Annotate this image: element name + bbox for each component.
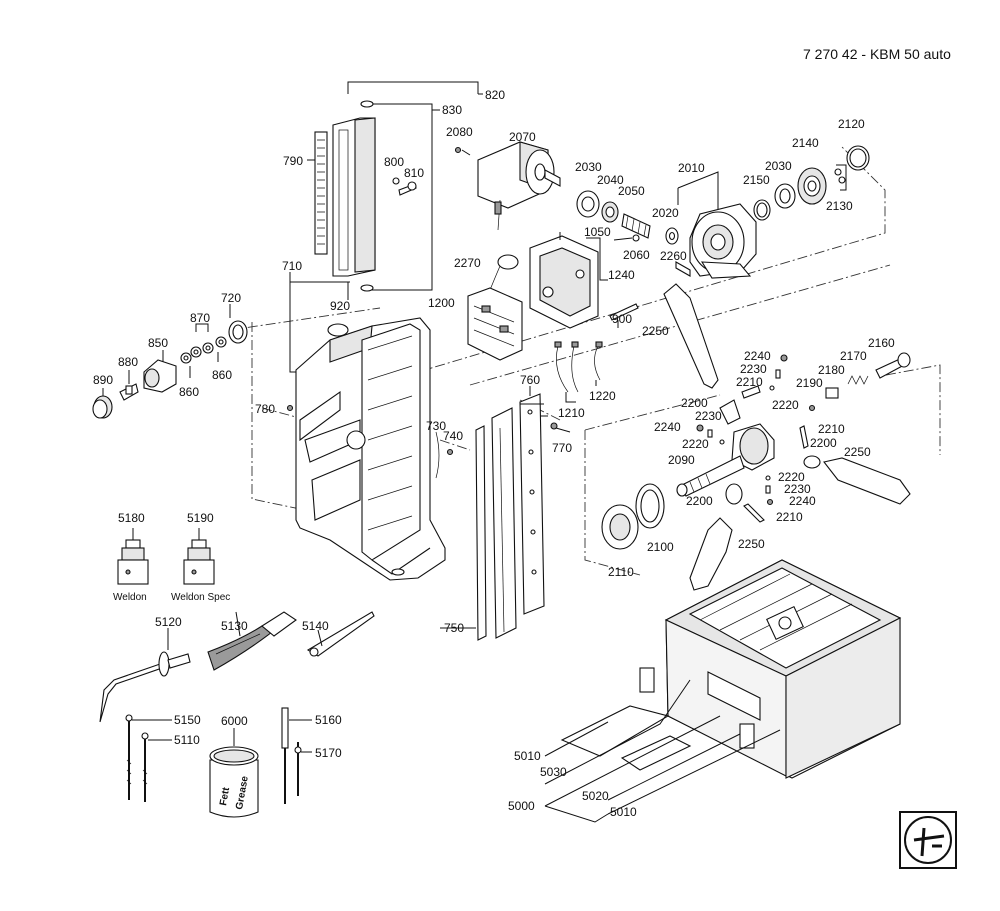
label-2240-low: 2240 [789, 494, 816, 508]
label-2030-right: 2030 [765, 159, 792, 173]
label-720: 720 [221, 291, 241, 305]
label-730: 730 [426, 419, 446, 433]
label-2260: 2260 [660, 249, 687, 263]
label-2210-top: 2210 [736, 375, 763, 389]
label-2210-low: 2210 [776, 510, 803, 524]
label-2100: 2100 [647, 540, 674, 554]
label-2180: 2180 [818, 363, 845, 377]
label-860-left: 860 [179, 385, 199, 399]
carrying-case [544, 559, 902, 823]
label-2250-right: 2250 [844, 445, 871, 459]
label-5140: 5140 [302, 619, 329, 633]
label-5130: 5130 [221, 619, 248, 633]
label-1220: 1220 [589, 389, 616, 403]
label-850: 850 [148, 336, 168, 350]
label-2030-left: 2030 [575, 160, 602, 174]
label-890: 890 [93, 373, 113, 387]
label-2150: 2150 [743, 173, 770, 187]
label-2200-low: 2200 [686, 494, 713, 508]
label-740: 740 [443, 429, 463, 443]
label-5120: 5120 [155, 615, 182, 629]
label-800: 800 [384, 155, 404, 169]
label-2060: 2060 [623, 248, 650, 262]
label-2020: 2020 [652, 206, 679, 220]
label-2200-right: 2200 [810, 436, 837, 450]
label-2250-top: 2250 [642, 324, 669, 338]
label-2170: 2170 [840, 349, 867, 363]
label-2120: 2120 [838, 117, 865, 131]
caption-weldon-spec: Weldon Spec [171, 592, 230, 603]
label-5000: 5000 [508, 799, 535, 813]
electronics [467, 232, 639, 403]
label-2230-low: 2230 [784, 482, 811, 496]
label-5170: 5170 [315, 746, 342, 760]
label-920: 920 [330, 299, 350, 313]
label-1050: 1050 [584, 225, 611, 239]
label-2240-top: 2240 [744, 349, 771, 363]
label-820: 820 [485, 88, 505, 102]
label-2220-mid: 2220 [682, 437, 709, 451]
label-1210: 1210 [558, 406, 585, 420]
label-860-right: 860 [212, 368, 232, 382]
label-2190: 2190 [796, 376, 823, 390]
left-parts [92, 304, 248, 419]
label-2160: 2160 [868, 336, 895, 350]
label-810: 810 [404, 166, 424, 180]
label-5180: 5180 [118, 511, 145, 525]
label-770: 770 [552, 441, 572, 455]
label-5150: 5150 [174, 713, 201, 727]
label-5020: 5020 [582, 789, 609, 803]
motor-assembly [454, 141, 870, 279]
label-2210-right: 2210 [818, 422, 845, 436]
label-710: 710 [282, 259, 302, 273]
label-2010: 2010 [678, 161, 705, 175]
diagram-title: 7 270 42 - KBM 50 auto [803, 46, 951, 62]
label-2050: 2050 [618, 184, 645, 198]
label-2220-top: 2220 [772, 398, 799, 412]
label-2230-mid: 2230 [695, 409, 722, 423]
label-5010-top: 5010 [514, 749, 541, 763]
label-2040: 2040 [597, 173, 624, 187]
label-2240-mid: 2240 [654, 420, 681, 434]
label-2220-low: 2220 [778, 470, 805, 484]
fein-logo [899, 811, 957, 869]
label-760: 760 [520, 373, 540, 387]
label-2230-top: 2230 [740, 362, 767, 376]
label-1200: 1200 [428, 296, 455, 310]
part-labels: 820 830 790 800 810 710 720 920 870 850 … [93, 88, 895, 819]
label-2070: 2070 [509, 130, 536, 144]
label-5160: 5160 [315, 713, 342, 727]
label-900: 900 [612, 312, 632, 326]
label-870: 870 [190, 311, 210, 325]
label-5190: 5190 [187, 511, 214, 525]
label-5110: 5110 [174, 733, 200, 747]
feed-mechanism [601, 261, 911, 591]
label-5010-bottom: 5010 [610, 805, 637, 819]
label-2090: 2090 [668, 453, 695, 467]
label-790: 790 [283, 154, 303, 168]
label-780: 780 [255, 402, 275, 416]
label-2110: 2110 [608, 565, 634, 579]
guide-rails [435, 386, 571, 641]
label-1240: 1240 [608, 268, 635, 282]
label-2140: 2140 [792, 136, 819, 150]
caption-weldon: Weldon [113, 592, 147, 603]
label-2250-low: 2250 [738, 537, 765, 551]
label-6000: 6000 [221, 714, 248, 728]
column-assembly [307, 81, 483, 292]
label-2080: 2080 [446, 125, 473, 139]
label-2270: 2270 [454, 256, 481, 270]
label-2200-top: 2200 [681, 396, 708, 410]
drill-stand [286, 272, 446, 581]
label-830: 830 [442, 103, 462, 117]
accessories: Weldon Weldon Spec Fett Grease [99, 528, 375, 818]
assembly-lines [229, 144, 941, 576]
label-750: 750 [444, 621, 464, 635]
label-2130: 2130 [826, 199, 853, 213]
label-880: 880 [118, 355, 138, 369]
can-label-fett: Fett [218, 786, 232, 807]
label-5030: 5030 [540, 765, 567, 779]
